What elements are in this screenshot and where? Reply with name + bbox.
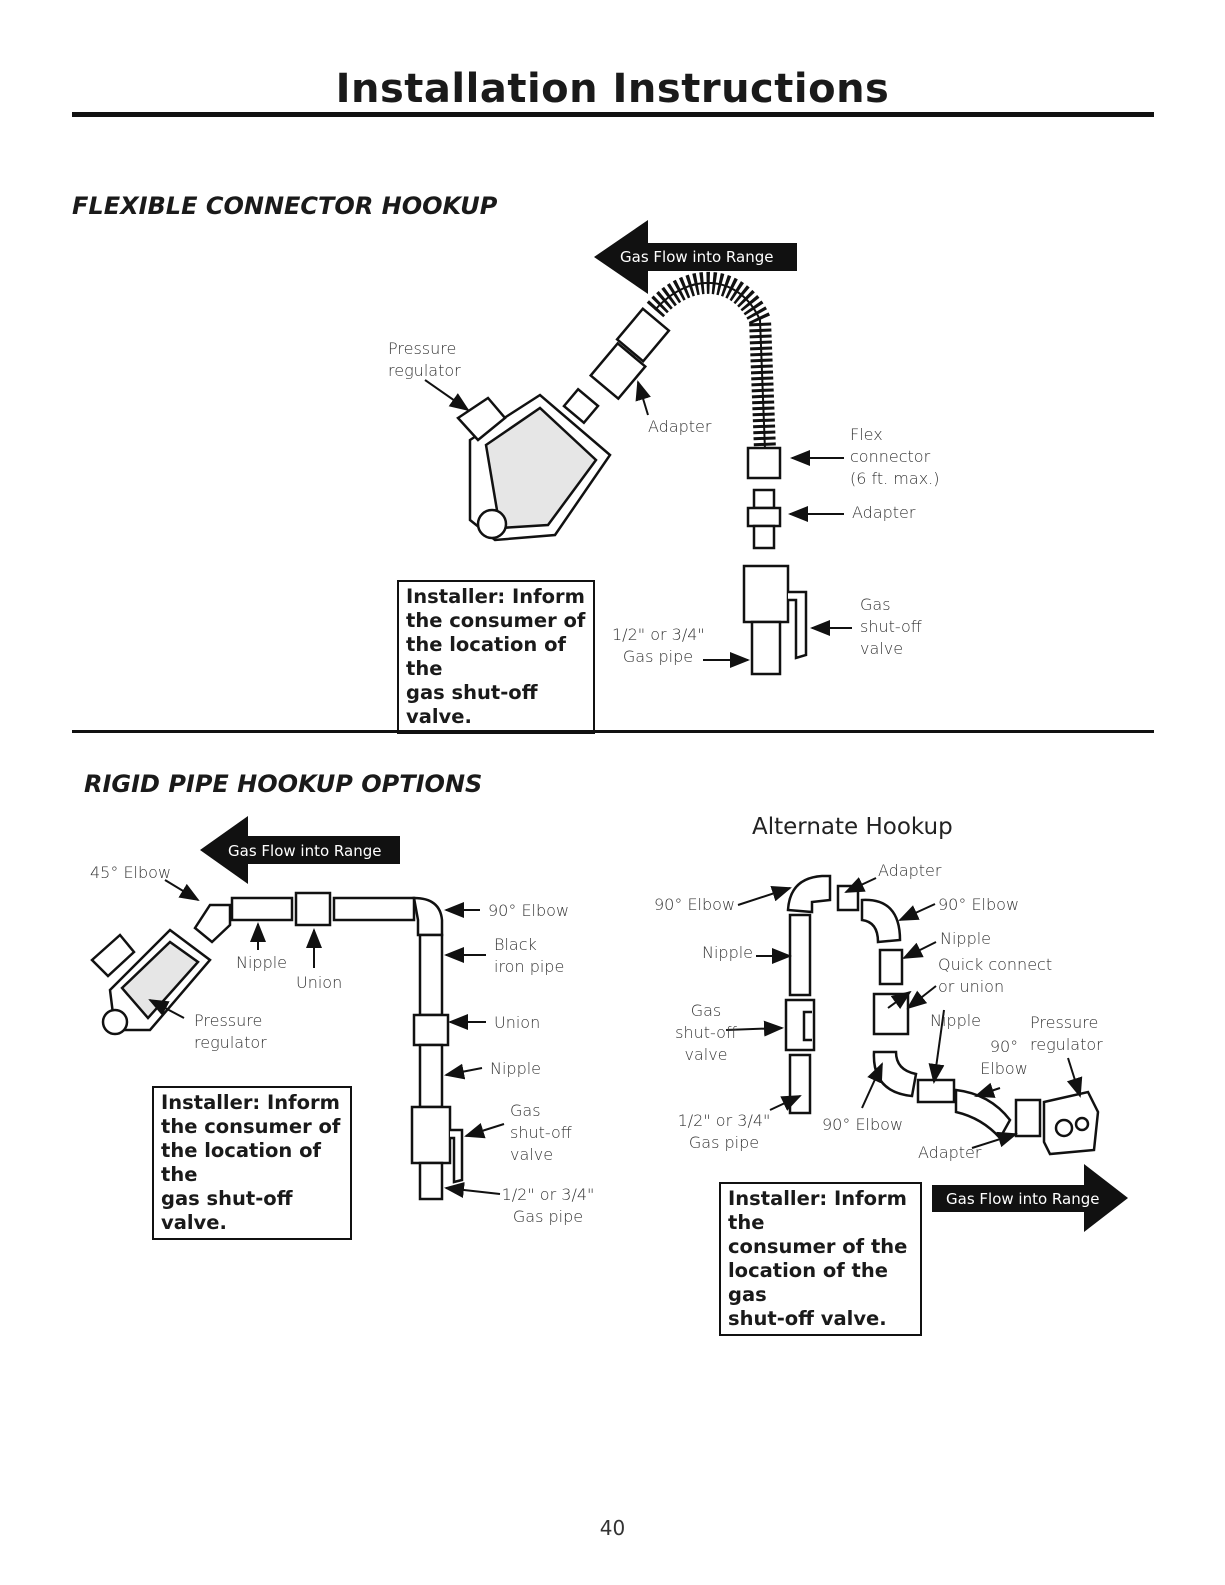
flexible-shutoff-valve	[742, 564, 808, 676]
flexible-adapter-top	[588, 306, 671, 401]
alternate-heading: Alternate Hookup	[752, 814, 953, 840]
label-rigid-gas-pipe: 1/2" or 3/4"Gas pipe	[501, 1185, 595, 1226]
alternate-flow-label: Gas Flow into Range	[946, 1190, 1099, 1208]
label-nipple-right: Nipple	[490, 1059, 542, 1078]
flexible-connector-nut	[746, 446, 782, 550]
alternate-flow-arrow: Gas Flow into Range	[932, 1164, 1128, 1232]
flexible-flow-arrow: Gas Flow into Range	[594, 220, 797, 294]
page-number: 40	[599, 1516, 626, 1540]
flexible-heading: FLEXIBLE CONNECTOR HOOKUP	[72, 192, 498, 220]
flexible-flex-connector	[646, 271, 776, 451]
rigid-pipe-run	[193, 891, 464, 1201]
label-alt-adapter-top: Adapter	[878, 861, 942, 880]
page-title: Installation Instructions	[335, 66, 890, 112]
rigid-flow-arrow: Gas Flow into Range	[200, 816, 400, 884]
rigid-pressure-regulator	[90, 928, 212, 1036]
label-45-elbow: 45° Elbow	[90, 863, 172, 882]
label-gas-pipe: 1/2" or 3/4"Gas pipe	[612, 625, 705, 666]
label-adapter-top: Adapter	[648, 417, 712, 436]
label-union-right: Union	[494, 1013, 541, 1032]
label-alt-nipple-mid: Nipple	[930, 1011, 982, 1030]
rigid-flow-label: Gas Flow into Range	[228, 842, 381, 860]
label-alt-adapter-bottom: Adapter	[918, 1143, 982, 1162]
label-union: Union	[296, 973, 343, 992]
title-rule	[72, 112, 1154, 117]
label-alt-90-elbow-mid: 90°Elbow	[980, 1037, 1028, 1078]
label-alt-90-elbow-bottom: 90° Elbow	[822, 1115, 904, 1134]
label-alt-90-elbow-left: 90° Elbow	[654, 895, 736, 914]
label-alt-gas-pipe: 1/2" or 3/4"Gas pipe	[677, 1111, 771, 1152]
rigid-heading: RIGID PIPE HOOKUP OPTIONS	[84, 770, 483, 798]
label-nipple: Nipple	[236, 953, 288, 972]
label-adapter-bottom: Adapter	[852, 503, 916, 522]
flexible-flow-label: Gas Flow into Range	[620, 248, 773, 266]
section-divider	[72, 730, 1154, 733]
flexible-pressure-regulator	[456, 387, 612, 542]
label-alt-nipple-right: Nipple	[940, 929, 992, 948]
label-alt-90-elbow-right: 90° Elbow	[938, 895, 1020, 914]
label-90-elbow: 90° Elbow	[488, 901, 570, 920]
label-alt-nipple-left: Nipple	[702, 943, 754, 962]
